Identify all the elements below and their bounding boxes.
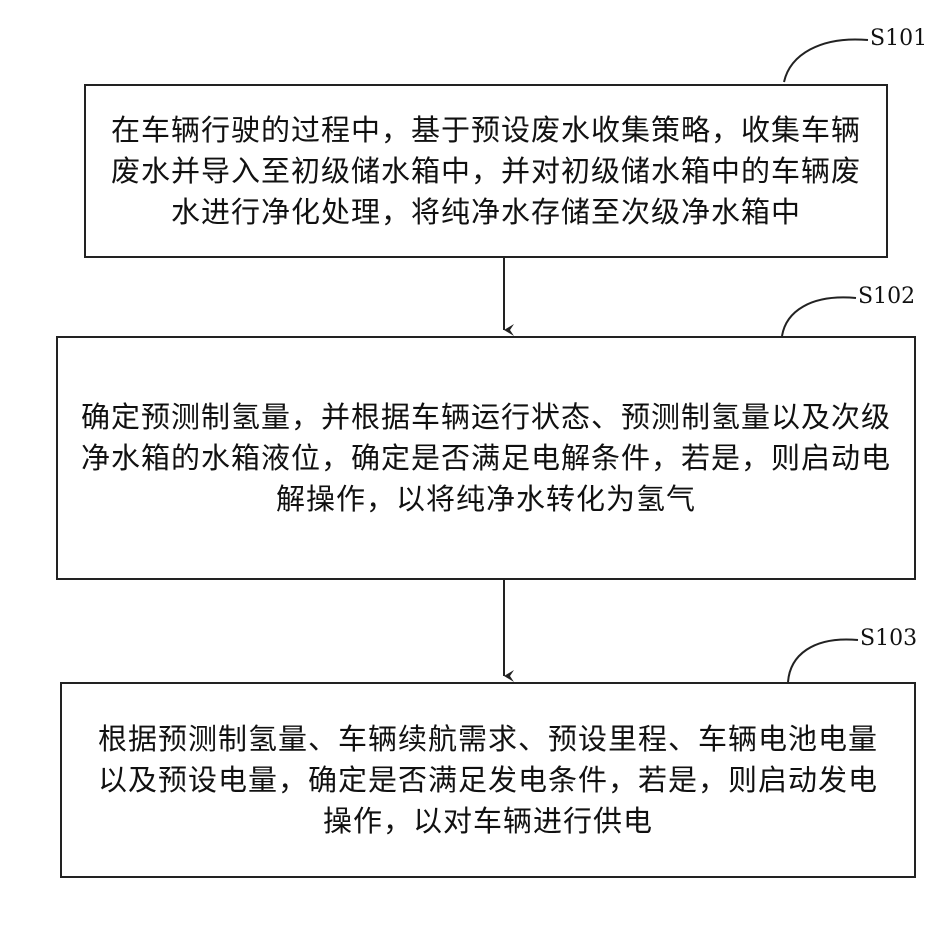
- step-text-s101: 在车辆行驶的过程中，基于预设废水收集策略，收集车辆废水并导入至初级储水箱中，并对…: [108, 110, 864, 233]
- callout-curve-s101: [784, 39, 868, 82]
- step-text-s103: 根据预测制氢量、车辆续航需求、预设里程、车辆电池电量以及预设电量，确定是否满足发…: [84, 719, 892, 842]
- step-label-s101: S101: [870, 26, 927, 51]
- step-label-s102: S102: [858, 284, 915, 309]
- callout-curve-s102: [782, 297, 856, 336]
- callout-curve-s103: [788, 639, 858, 682]
- step-label-s103: S103: [860, 626, 917, 651]
- step-box-s103: 根据预测制氢量、车辆续航需求、预设里程、车辆电池电量以及预设电量，确定是否满足发…: [60, 682, 916, 878]
- step-text-s102: 确定预测制氢量，并根据车辆运行状态、预测制氢量以及次级净水箱的水箱液位，确定是否…: [80, 397, 892, 520]
- step-box-s102: 确定预测制氢量，并根据车辆运行状态、预测制氢量以及次级净水箱的水箱液位，确定是否…: [56, 336, 916, 580]
- step-box-s101: 在车辆行驶的过程中，基于预设废水收集策略，收集车辆废水并导入至初级储水箱中，并对…: [84, 84, 888, 258]
